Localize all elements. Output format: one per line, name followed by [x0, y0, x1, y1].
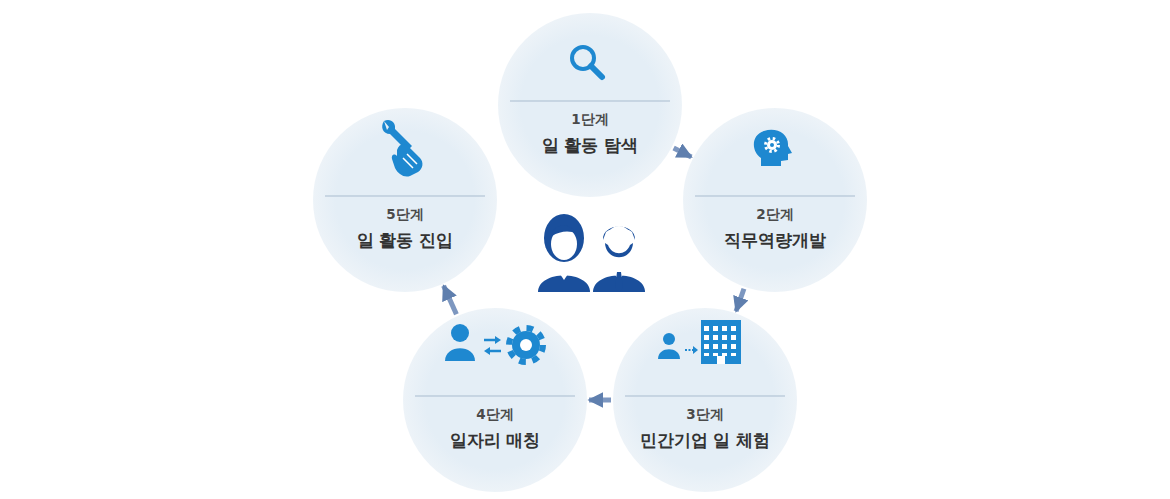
divider-line — [415, 396, 575, 397]
flow-arrow — [674, 148, 692, 157]
step-circle: 1단계일 활동 탐색 — [498, 13, 682, 197]
circle-shape — [683, 108, 867, 292]
circle-shape — [613, 308, 797, 492]
step-circle: 5단계일 활동 진입 — [313, 108, 497, 292]
circle-fill — [403, 308, 587, 492]
circle-fill — [498, 13, 682, 197]
step-number: 1단계 — [498, 111, 682, 129]
person-gear-icon — [445, 324, 543, 362]
circle-fill — [683, 108, 867, 292]
step-circle: 4단계일자리 매칭 — [403, 308, 587, 492]
step-title: 직무역량개발 — [683, 229, 867, 252]
step-number: 5단계 — [313, 206, 497, 224]
step-number: 3단계 — [613, 406, 797, 424]
text-group: 2단계직무역량개발 — [683, 206, 867, 252]
hand-wrench-icon — [382, 120, 422, 177]
circle-shape — [403, 308, 587, 492]
step-title: 일자리 매칭 — [403, 429, 587, 452]
flow-arrow — [444, 286, 457, 315]
text-group: 1단계일 활동 탐색 — [498, 111, 682, 157]
circle-shape — [313, 108, 497, 292]
head-gear-icon — [754, 130, 792, 166]
divider-line — [695, 196, 855, 197]
divider-line — [625, 396, 785, 397]
circle-fill — [613, 308, 797, 492]
step-number: 4단계 — [403, 406, 587, 424]
divider-line — [510, 101, 670, 102]
text-group: 5단계일 활동 진입 — [313, 206, 497, 252]
flow-arrow — [736, 289, 744, 312]
step-title: 일 활동 진입 — [313, 229, 497, 252]
divider-line — [325, 196, 485, 197]
text-group: 3단계민간기업 일 체험 — [613, 406, 797, 452]
magnifier-icon — [572, 47, 602, 77]
step-title: 일 활동 탐색 — [498, 134, 682, 157]
people-illustration — [538, 214, 645, 292]
circle-fill — [313, 108, 497, 292]
step-circle: 3단계민간기업 일 체험 — [613, 308, 797, 492]
circle-shape — [498, 13, 682, 197]
step-circle: 2단계직무역량개발 — [683, 108, 867, 292]
text-group: 4단계일자리 매칭 — [403, 406, 587, 452]
step-title: 민간기업 일 체험 — [613, 429, 797, 452]
step-number: 2단계 — [683, 206, 867, 224]
person-building-icon — [658, 320, 741, 364]
flow-arrow — [589, 398, 611, 403]
